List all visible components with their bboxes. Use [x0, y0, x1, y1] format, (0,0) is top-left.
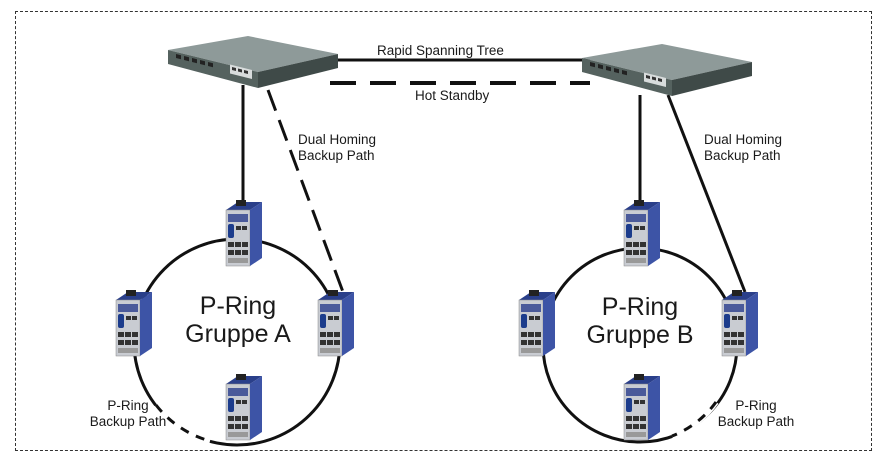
group-a-dual-homing-label-2: Backup Path [298, 148, 375, 163]
group-a-dual-homing-path [266, 89, 345, 293]
din-switch-b-left [518, 289, 556, 357]
rack-switch-left [168, 36, 338, 88]
group-b-backup-label-2: Backup Path [717, 414, 795, 429]
din-switch-a-top [225, 199, 263, 267]
group-b-dual-homing-label-2: Backup Path [704, 148, 781, 163]
dashed-frame [15, 11, 872, 451]
ring-a-group-name: Gruppe A [185, 320, 291, 348]
group-b-dual-homing-label-1: Dual Homing [704, 132, 783, 147]
group-b-backup-label-1: P-Ring [735, 398, 777, 413]
din-switch-b-right [721, 289, 759, 357]
group-a-dual-homing-label-1: Dual Homing [298, 132, 377, 147]
din-switch-a-bottom [225, 373, 263, 441]
rapid-spanning-tree-label: Rapid Spanning Tree [377, 43, 504, 58]
din-switch-b-bottom [623, 373, 661, 441]
ring-b-name: P-Ring [601, 293, 679, 321]
ring-a-name: P-Ring [199, 292, 277, 320]
hot-standby-label: Hot Standby [415, 88, 490, 103]
din-switch-a-left [115, 289, 153, 357]
group-a-backup-label-2: Backup Path [89, 414, 167, 429]
din-switch-b-top [623, 199, 661, 267]
group-a-backup-label-1: P-Ring [107, 398, 149, 413]
rack-switch-right [582, 44, 752, 96]
din-switch-a-right [317, 289, 355, 357]
group-b-dual-homing-path [666, 94, 747, 293]
ring-b-group-name: Gruppe B [586, 321, 694, 349]
